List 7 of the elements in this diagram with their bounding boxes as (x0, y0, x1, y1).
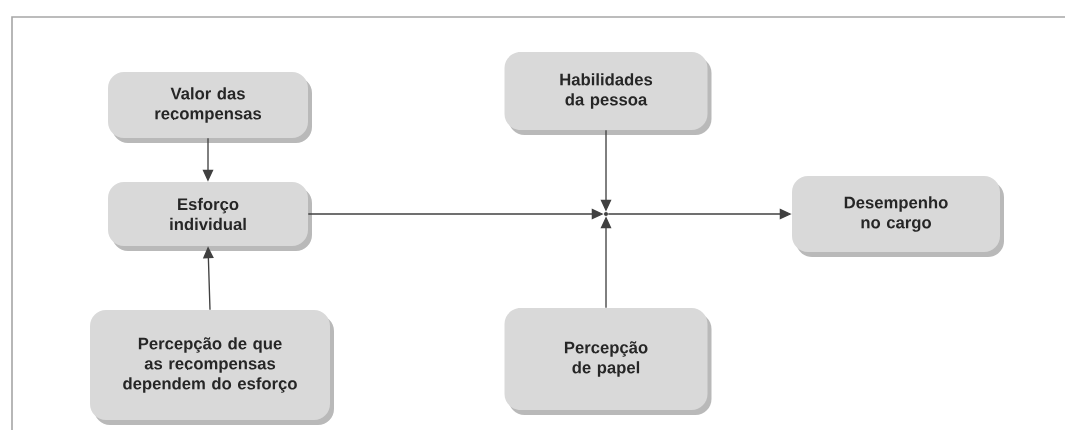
rounded-box: Percepção de que as recompensas dependem do esforço (90, 310, 334, 425)
rounded-box: Habilidades da pessoa (504, 52, 712, 135)
rounded-box: Valor das recompensas (108, 72, 312, 143)
rounded-box: Esforço individual (108, 182, 312, 251)
rounded-box: Percepção de papel (504, 308, 712, 415)
rounded-box: Desempenho no cargo (792, 176, 1004, 257)
junction-point (604, 212, 608, 216)
